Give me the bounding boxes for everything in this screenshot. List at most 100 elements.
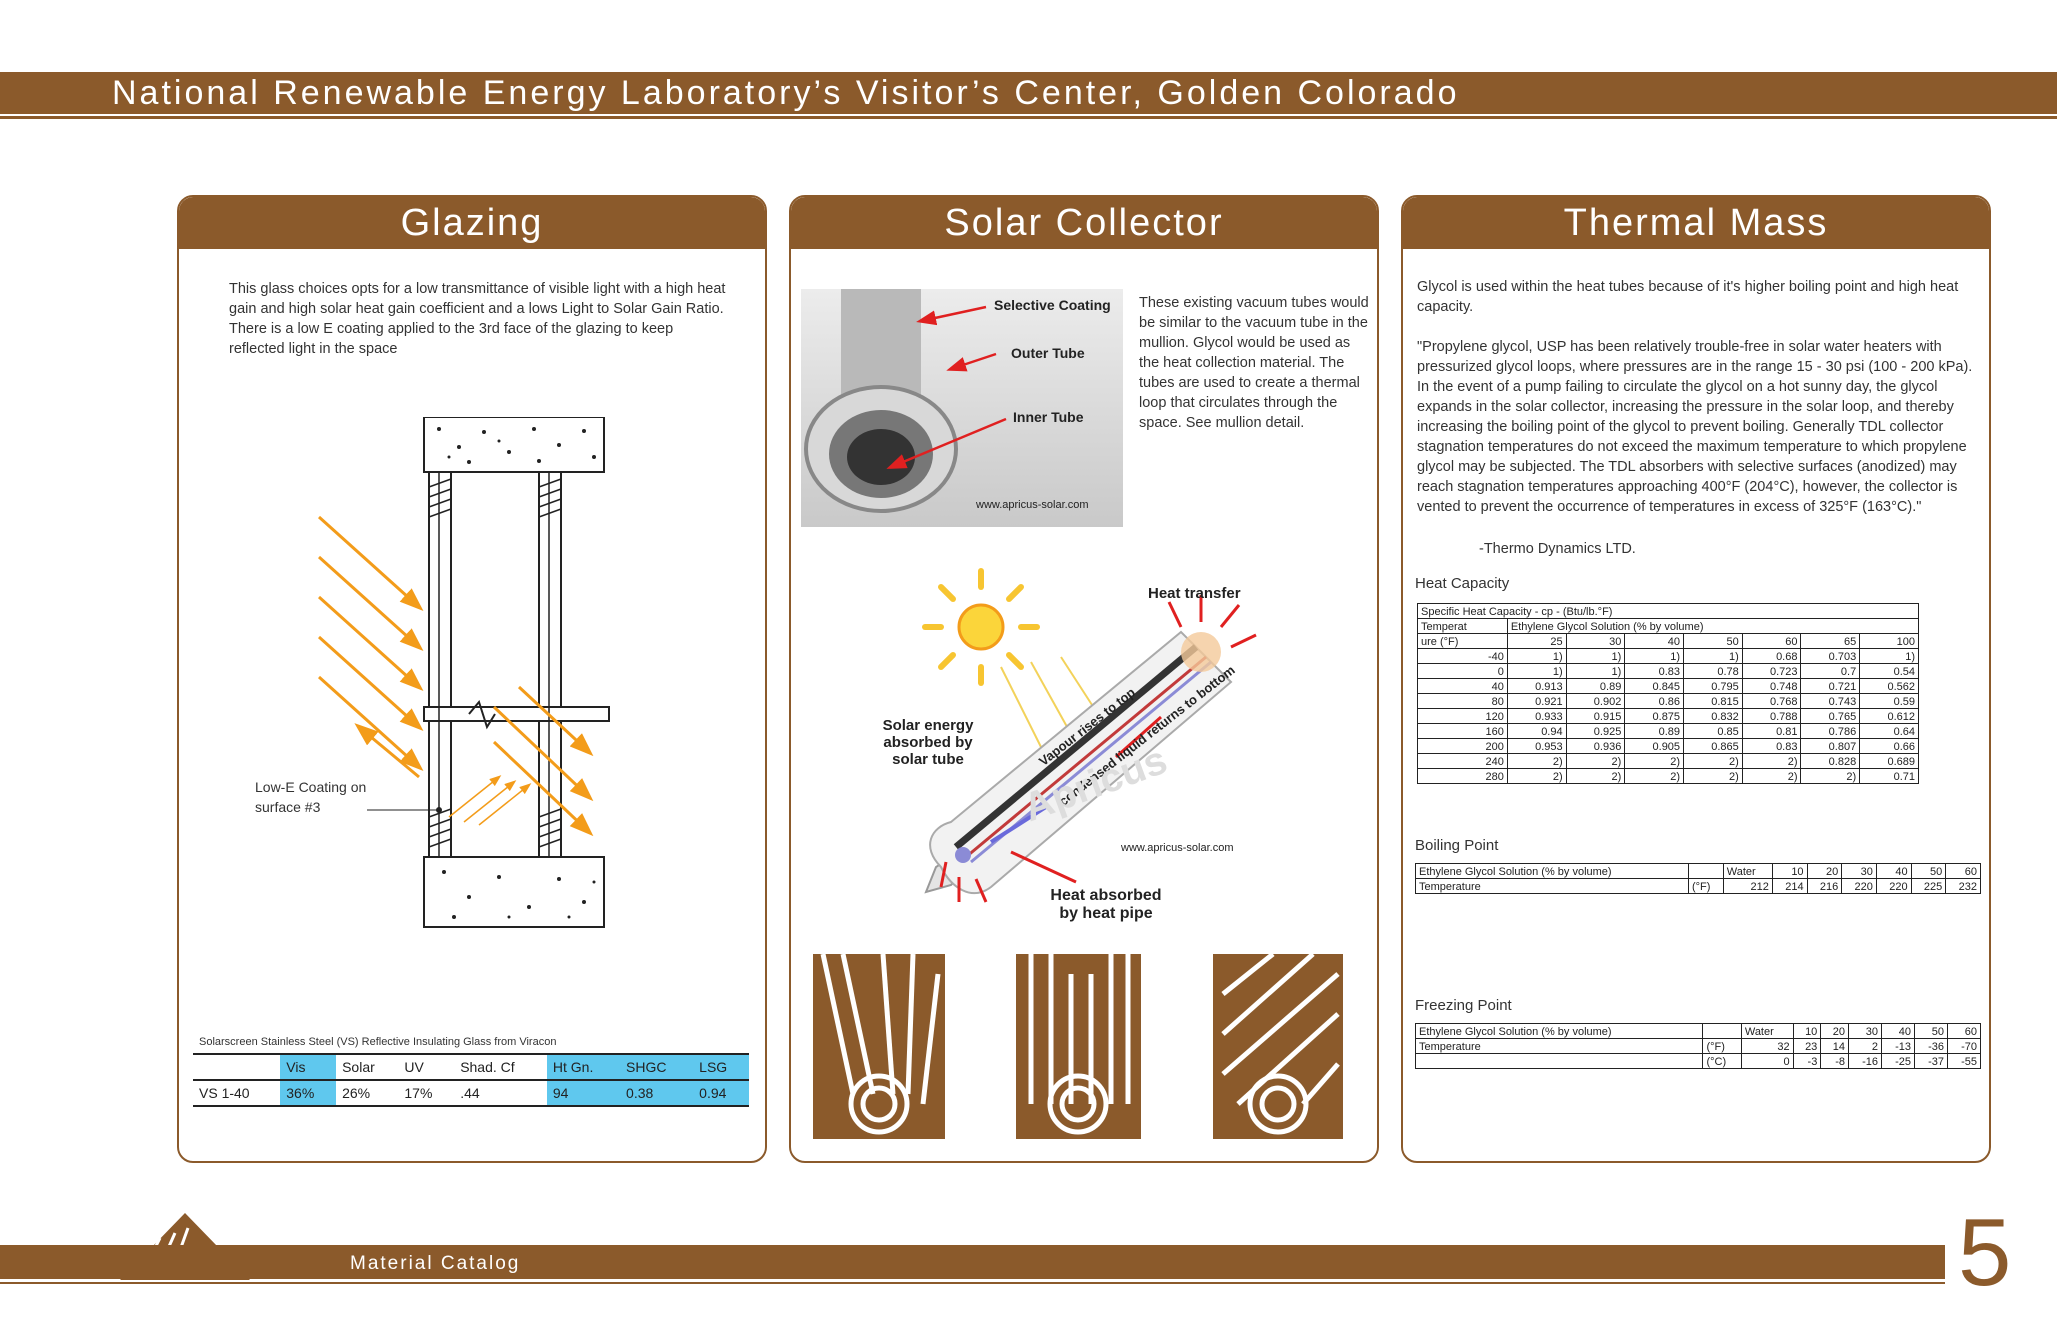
- viracon-cell: VS 1-40: [193, 1079, 281, 1107]
- hc-cell: 240: [1417, 753, 1508, 769]
- label-solar-energy-line3: solar tube: [892, 751, 964, 768]
- hc-cell: 0.748: [1741, 678, 1802, 694]
- fp-cell: 20: [1820, 1023, 1850, 1039]
- hc-cell: 0.921: [1506, 693, 1567, 709]
- hc-cell: 0.89: [1565, 678, 1626, 694]
- hc-cell: 0.875: [1624, 708, 1685, 724]
- thermal-intro: Glycol is used within the heat tubes bec…: [1417, 279, 1959, 315]
- hc-cell: 2): [1565, 753, 1626, 769]
- hc-solution-header: Ethylene Glycol Solution (% by volume): [1506, 618, 1920, 634]
- hc-cell: 0.78: [1683, 663, 1743, 679]
- hc-cell: 0.721: [1800, 678, 1861, 694]
- hc-cell: 80: [1417, 693, 1508, 709]
- solar-ray-arrows: [317, 515, 594, 837]
- hc-cell: 0.765: [1800, 708, 1861, 724]
- hc-cell: 2): [1624, 753, 1685, 769]
- hc-cell: 160: [1417, 723, 1508, 739]
- hc-cell: 0.83: [1741, 738, 1802, 754]
- hc-cell: 0.807: [1800, 738, 1861, 754]
- bp-cell: [1687, 863, 1724, 879]
- bp-cell: (°F): [1687, 878, 1724, 894]
- hc-cell: 0.612: [1859, 708, 1919, 724]
- fp-cell: 40: [1881, 1023, 1915, 1039]
- hc-cell: 280: [1417, 768, 1508, 784]
- hc-cell: 1): [1859, 648, 1919, 664]
- hc-cell: 0.795: [1683, 678, 1743, 694]
- bp-cell: 232: [1945, 878, 1981, 894]
- hc-cell: 0.788: [1741, 708, 1802, 724]
- fp-cell: 60: [1946, 1023, 1982, 1039]
- label-solar-energy: Solar energy absorbed by solar tube: [873, 717, 983, 768]
- viracon-cell: 36%: [280, 1079, 337, 1107]
- fp-cell: (°C): [1702, 1053, 1742, 1069]
- hc-col: 60: [1741, 633, 1802, 649]
- hc-cell: 2): [1741, 753, 1802, 769]
- hc-cell: 0.83: [1624, 663, 1685, 679]
- fp-cell: 32: [1740, 1038, 1794, 1054]
- footer-underline: [0, 1282, 1945, 1284]
- hc-cell: 0.845: [1624, 678, 1685, 694]
- hc-cell: 2): [1565, 768, 1626, 784]
- photo-label-selective-coating: Selective Coating: [994, 297, 1111, 313]
- fp-cell: 0: [1740, 1053, 1794, 1069]
- hc-cell: 0.743: [1800, 693, 1861, 709]
- concrete-hatch-top: [437, 427, 596, 464]
- bp-cell: 60: [1945, 863, 1981, 879]
- glazing-section-diagram: [317, 417, 610, 928]
- hc-cell: 0.815: [1683, 693, 1743, 709]
- thermal-mass-title: Thermal Mass: [1403, 197, 1989, 249]
- hc-cell: 0.81: [1741, 723, 1802, 739]
- boiling-point-label: Boiling Point: [1415, 837, 1499, 854]
- sun-icon: [922, 568, 1040, 686]
- fp-solution-row: Ethylene Glycol Solution (% by volume)Wa…: [1414, 1023, 1982, 1039]
- hc-cell: 1): [1506, 648, 1567, 664]
- hc-columns-row: ure (°F) 25 30 40 50 60 65 100: [1417, 633, 1919, 649]
- concrete-hatch-bottom: [442, 870, 596, 919]
- photo-credit: www.apricus-solar.com: [976, 499, 1089, 511]
- bp-cell: Water: [1722, 863, 1773, 879]
- hc-cell: 0.68: [1741, 648, 1802, 664]
- hc-cell: 1): [1506, 663, 1567, 679]
- viracon-table-caption: Solarscreen Stainless Steel (VS) Reflect…: [199, 1036, 557, 1048]
- fp-cell: -36: [1914, 1038, 1948, 1054]
- fp-cell: 10: [1792, 1023, 1822, 1039]
- label-solar-energy-line2: absorbed by: [883, 734, 973, 751]
- hc-cell: 1): [1683, 648, 1743, 664]
- solar-collector-description: These existing vacuum tubes would be sim…: [1139, 295, 1369, 431]
- fp-cell: -8: [1820, 1053, 1850, 1069]
- hc-cell: 0.7: [1800, 663, 1861, 679]
- hc-col: 65: [1800, 633, 1861, 649]
- fp-cell: -37: [1914, 1053, 1948, 1069]
- fp-cell: -16: [1848, 1053, 1883, 1069]
- viracon-header-cell: UV: [398, 1053, 455, 1081]
- hc-cell: 0.89: [1624, 723, 1685, 739]
- header-underline: [0, 116, 2057, 119]
- hc-cell: 0: [1417, 663, 1508, 679]
- hc-temp-unit: ure (°F): [1417, 633, 1508, 649]
- tube-pointer-arrows: [886, 305, 1007, 469]
- hc-cell: 40: [1417, 678, 1508, 694]
- label-heat-transfer: Heat transfer: [1148, 585, 1241, 602]
- hc-cell: 0.703: [1800, 648, 1861, 664]
- fp-cell: 30: [1848, 1023, 1883, 1039]
- hc-cell: 1): [1565, 663, 1626, 679]
- hc-col: 40: [1624, 633, 1685, 649]
- hc-cell: 2): [1683, 753, 1743, 769]
- viracon-table-row: VS 1-40 36% 26% 17% .44 94 0.38 0.94: [193, 1079, 749, 1107]
- hc-col: 50: [1683, 633, 1743, 649]
- hc-cell: 0.925: [1565, 723, 1626, 739]
- viracon-table-header-row: Vis Solar UV Shad. Cf Ht Gn. SHGC LSG: [193, 1053, 749, 1081]
- bp-cell: Temperature: [1415, 878, 1689, 894]
- hc-cell: 0.94: [1506, 723, 1567, 739]
- hc-title-row: Specific Heat Capacity - cp - (Btu/lb.°F…: [1417, 603, 1919, 619]
- viracon-header-cell: Ht Gn.: [546, 1053, 621, 1081]
- hc-header-row: Temperat Ethylene Glycol Solution (% by …: [1417, 618, 1920, 634]
- tube-sketch-2: [1016, 954, 1141, 1139]
- hc-cell: 1): [1624, 648, 1685, 664]
